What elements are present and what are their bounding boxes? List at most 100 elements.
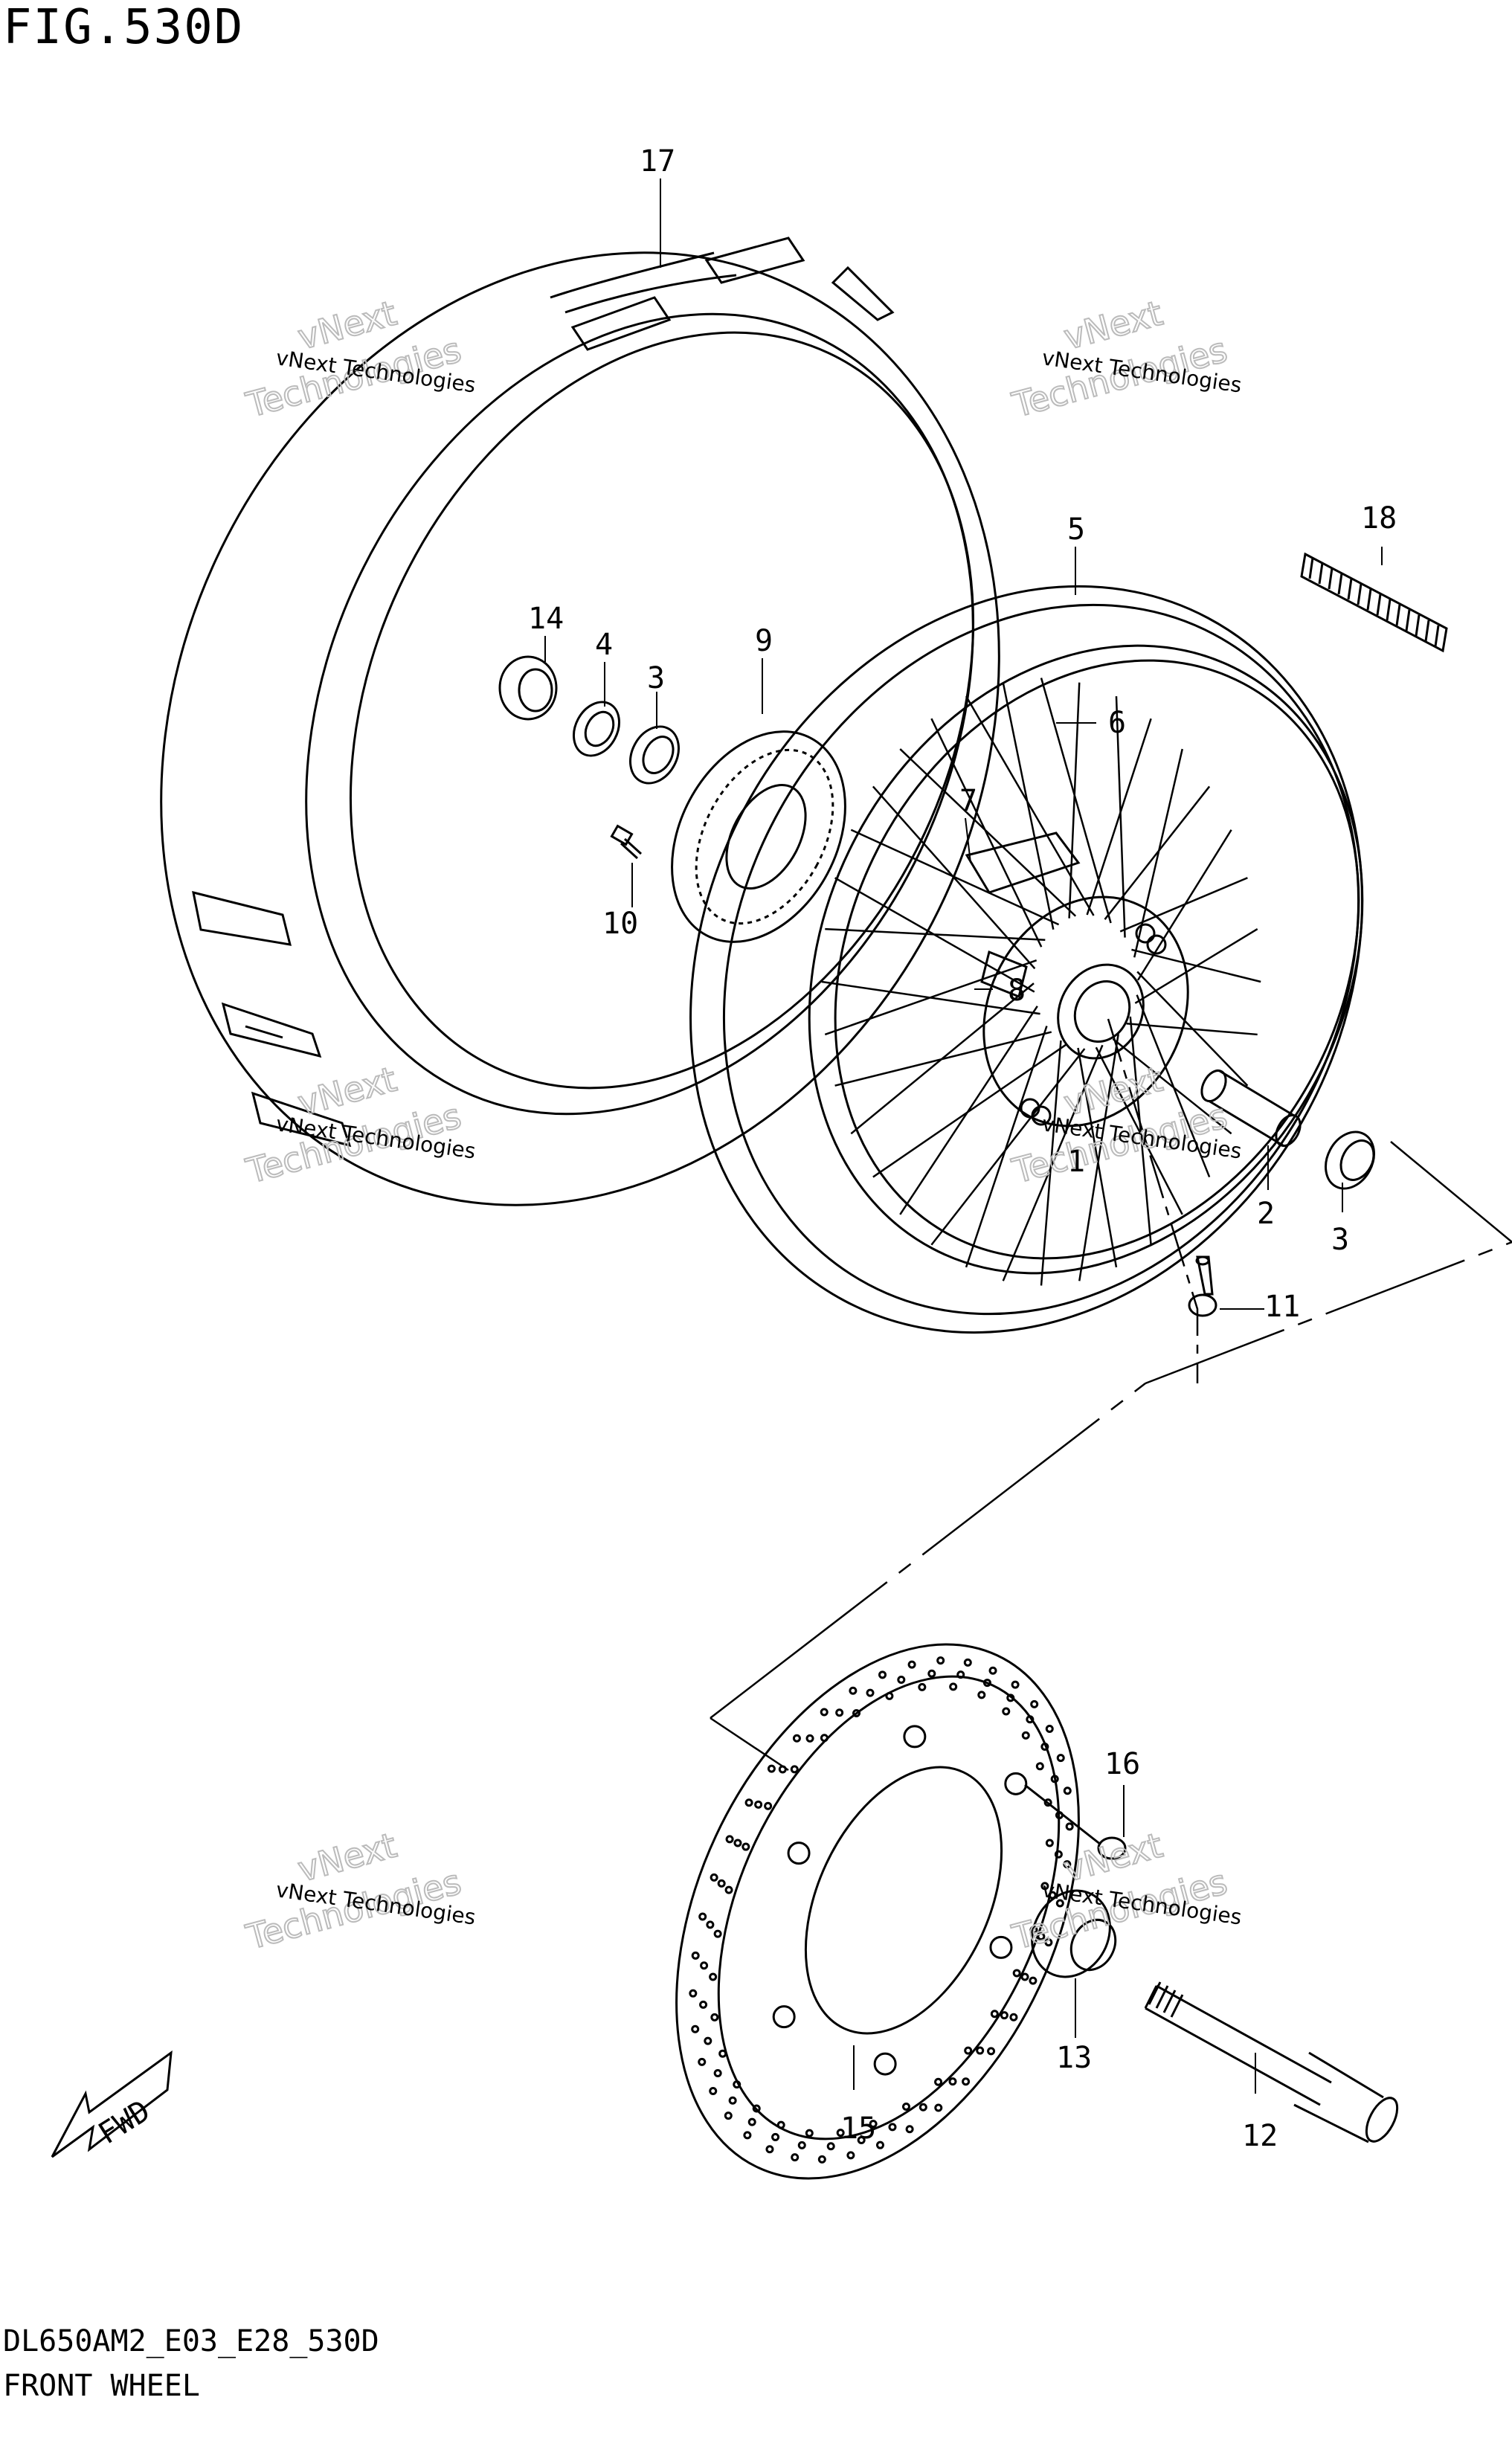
disc-hole — [1063, 1786, 1072, 1795]
disc-hole — [1012, 1969, 1021, 1978]
disc-hole — [817, 2155, 826, 2164]
disc-hole — [907, 1660, 916, 1669]
spoke — [834, 877, 1035, 993]
disc-hole — [846, 2151, 855, 2160]
disc-hole — [964, 2046, 973, 2055]
disc-bolt-hole — [873, 2052, 897, 2076]
part-label-1: 1 — [1067, 1145, 1085, 1179]
disc-bolt-hole — [787, 1842, 811, 1865]
disc-hole — [724, 1885, 733, 1894]
part-label-8: 8 — [1008, 974, 1026, 1008]
disc-hole — [1054, 1850, 1063, 1859]
disc-hole — [765, 2145, 774, 2154]
disc-hole — [691, 1951, 700, 1960]
disc-hole — [704, 2036, 712, 2045]
assembly-lines — [710, 1018, 1512, 1772]
disc-hole — [976, 2046, 985, 2055]
disc-hole — [901, 2102, 910, 2111]
spoke — [1078, 1034, 1119, 1281]
spoke — [930, 718, 1043, 948]
disc-hole — [1026, 1715, 1035, 1724]
disc-hole — [699, 2000, 708, 2009]
disc-hole — [1009, 2013, 1018, 2022]
part-label-11: 11 — [1264, 1290, 1300, 1324]
disc-hole — [717, 1879, 726, 1888]
disc-hole — [948, 2077, 957, 2086]
disc-hole — [706, 1920, 715, 1929]
disc-hole — [1065, 1822, 1074, 1831]
figure-name: FRONT WHEEL — [3, 2369, 200, 2403]
spoke — [930, 1048, 1086, 1246]
hub — [965, 832, 1189, 1128]
disc-hole — [962, 2077, 971, 2086]
rim-band-rib — [1376, 594, 1382, 616]
axle-spacer — [1200, 1069, 1302, 1148]
leader-lines — [544, 178, 1383, 2094]
disc-hole — [771, 2132, 780, 2141]
rim-band-rib — [1415, 614, 1421, 637]
disc-hole — [767, 1764, 776, 1773]
spoke — [1095, 1046, 1183, 1215]
spoke — [965, 695, 1095, 916]
disc-hole — [725, 1835, 734, 1844]
disc-hole — [698, 2057, 707, 2066]
disc-bolt-hole — [989, 1935, 1013, 1959]
rim-band-18 — [1300, 552, 1448, 653]
disc-hole — [1040, 1743, 1049, 1752]
disc-hole — [713, 2068, 722, 2077]
disc-hole — [1035, 1762, 1044, 1771]
disc-hole — [878, 1670, 887, 1679]
disc-hole — [897, 1675, 906, 1684]
spoke — [1068, 682, 1081, 919]
disc-hole — [990, 2010, 999, 2019]
disc-hole — [888, 2123, 897, 2132]
disc-hole — [709, 1972, 718, 1981]
part-label-16: 16 — [1104, 1747, 1140, 1781]
disc-hole — [724, 2111, 733, 2120]
disc-hole — [1056, 1754, 1065, 1763]
sensor-rotor — [671, 730, 846, 943]
spoke — [1086, 718, 1152, 916]
spoke — [1129, 1016, 1152, 1245]
disc-hole — [1021, 1731, 1030, 1740]
disc-hole — [1055, 1899, 1064, 1908]
disc-hole — [790, 1765, 799, 1774]
bolt-10 — [610, 824, 643, 860]
part-label-3-right: 3 — [1331, 1223, 1349, 1257]
part-label-15: 15 — [840, 2111, 876, 2146]
disc-hole — [826, 2142, 835, 2151]
disc-hole — [1002, 1707, 1011, 1716]
spoke — [1136, 994, 1211, 1178]
disc-hole — [718, 2049, 727, 2058]
disc-hole — [710, 2013, 719, 2022]
disc-hole — [733, 2080, 741, 2089]
disc-hole — [977, 1691, 986, 1699]
spoke — [1115, 696, 1126, 938]
disc-hole — [963, 1658, 972, 1667]
rim-band-rib — [1328, 567, 1334, 590]
disc-hole — [744, 1798, 753, 1807]
fwd-arrow-icon — [51, 2050, 173, 2158]
disc-hole — [857, 2136, 866, 2145]
rim-band-outline — [1300, 552, 1448, 653]
disc-hole — [1045, 1724, 1054, 1733]
disc-hole — [778, 1765, 787, 1774]
part-label-18: 18 — [1361, 501, 1397, 535]
disc-hole — [776, 2120, 785, 2129]
rim-band-rib — [1357, 583, 1363, 605]
disc-hole — [988, 1666, 997, 1675]
disc-bolt-hole — [903, 1725, 927, 1749]
spokes — [821, 678, 1261, 1286]
rim-band-rib — [1308, 557, 1314, 579]
part-label-13: 13 — [1056, 2041, 1092, 2075]
disc-hole — [1037, 1932, 1046, 1941]
rim-band-rib — [1386, 599, 1392, 621]
bolt-16 — [1024, 1784, 1127, 1860]
disc-hole — [728, 2096, 737, 2105]
disc-hole — [752, 2104, 761, 2113]
part-label-6: 6 — [1108, 706, 1126, 740]
disc-hole — [797, 2141, 806, 2149]
spoke — [1040, 1040, 1062, 1286]
